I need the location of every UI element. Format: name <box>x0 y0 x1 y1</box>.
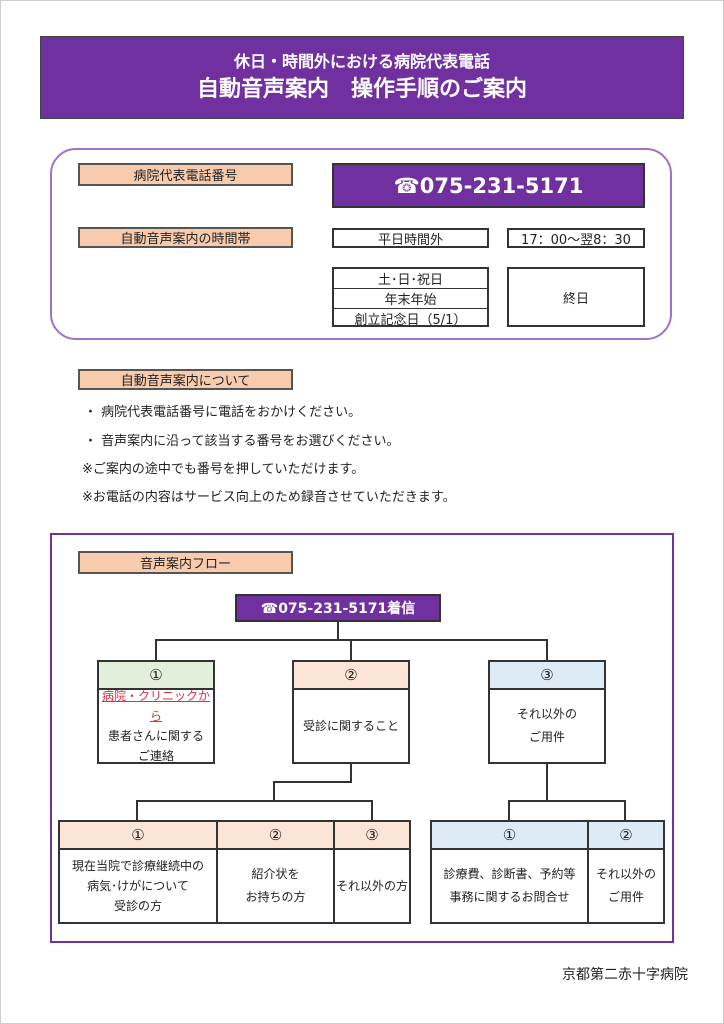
weekday-hours-cell: 17：00～翌8：30 <box>507 228 645 248</box>
option-number: ③ <box>490 662 604 690</box>
phone-number: ☎075-231-5171 <box>332 163 645 208</box>
connector <box>273 781 352 783</box>
connector <box>508 800 510 820</box>
connector <box>546 763 548 802</box>
option-text: 受診に関すること <box>302 719 399 733</box>
option-3-box: ③ それ以外の ご用件 <box>488 660 606 764</box>
option-text: それ以外の方 <box>335 879 408 893</box>
connector <box>136 800 138 820</box>
sub-options-2-table: ① 現在当院で診療継続中の 病気･けがについて 受診の方 ② 紹介状を お持ちの… <box>58 820 411 924</box>
sub-option: ② それ以外の ご用件 <box>589 822 663 922</box>
incoming-call-box: ☎075-231-5171着信 <box>235 594 441 622</box>
hours-label: 自動音声案内の時間帯 <box>78 227 293 248</box>
option-text: ご連絡 <box>137 749 174 763</box>
connector <box>371 800 373 820</box>
connector <box>337 622 339 641</box>
page-header: 休日・時間外における病院代表電話 自動音声案内 操作手順のご案内 <box>40 36 684 119</box>
connector <box>624 800 626 820</box>
option-number: ③ <box>335 822 409 850</box>
connector <box>508 800 626 802</box>
sub-option: ② 紹介状を お持ちの方 <box>218 822 335 922</box>
option-number: ② <box>294 662 408 690</box>
note-item: ※お電話の内容はサービス向上のため録音させていただきます。 <box>82 490 456 505</box>
option-text: 患者さんに関する <box>107 729 204 743</box>
header-subtitle: 休日・時間外における病院代表電話 <box>233 51 490 71</box>
connector <box>350 763 352 783</box>
connector <box>273 781 275 802</box>
option-text: お持ちの方 <box>245 890 306 904</box>
about-label: 自動音声案内について <box>78 369 293 390</box>
holiday-item: 土･日･祝日 <box>334 269 487 289</box>
sub-option: ① 診療費、診断書、予約等 事務に関するお問合せ <box>432 822 589 922</box>
option-number: ① <box>60 822 216 850</box>
connector <box>155 639 157 660</box>
connector <box>350 639 352 660</box>
sub-options-3-table: ① 診療費、診断書、予約等 事務に関するお問合せ ② それ以外の ご用件 <box>430 820 665 924</box>
connector <box>546 639 548 660</box>
option-text: 現在当院で診療継続中の <box>71 859 204 873</box>
bullet-item: ・ 病院代表電話番号に電話をおかけください。 <box>84 405 362 420</box>
option-number: ① <box>99 662 213 690</box>
holiday-list: 土･日･祝日 年末年始 創立記念日（5/1） <box>332 267 489 328</box>
holiday-item: 年末年始 <box>334 289 487 309</box>
hospital-name: 京都第二赤十字病院 <box>562 967 688 983</box>
sub-option: ③ それ以外の方 <box>335 822 409 922</box>
option-number: ② <box>218 822 333 850</box>
option-text: それ以外の <box>595 867 656 881</box>
bullet-item: ・ 音声案内に沿って該当する番号をお選びください。 <box>84 434 400 449</box>
flow-label: 音声案内フロー <box>78 551 293 574</box>
connector <box>136 800 373 802</box>
option-text: 紹介状を <box>251 867 300 881</box>
holiday-hours-cell: 終日 <box>507 267 645 327</box>
option-text: 受診の方 <box>113 899 162 913</box>
holiday-item: 創立記念日（5/1） <box>354 313 467 328</box>
option-number: ① <box>432 822 587 850</box>
header-title: 自動音声案内 操作手順のご案内 <box>196 76 527 102</box>
option-text: 事務に関するお問合せ <box>449 890 570 904</box>
option-text: 診療費、診断書、予約等 <box>443 867 576 881</box>
phone-label: 病院代表電話番号 <box>78 163 293 186</box>
option-text: ご用件 <box>607 890 644 904</box>
note-item: ※ご案内の途中でも番号を押していただけます。 <box>82 462 365 477</box>
option-2-box: ② 受診に関すること <box>292 660 410 764</box>
sub-option: ① 現在当院で診療継続中の 病気･けがについて 受診の方 <box>60 822 218 922</box>
option-number: ② <box>589 822 663 850</box>
option-1-box: ① 病院・クリニックから 患者さんに関する ご連絡 <box>97 660 215 764</box>
option-text: 病院・クリニックから <box>101 689 210 723</box>
flow-panel <box>50 533 674 943</box>
phone-info-panel <box>50 148 672 340</box>
option-text: 病気･けがについて <box>87 879 189 893</box>
weekday-cell: 平日時間外 <box>332 228 489 248</box>
option-text: それ以外の <box>516 707 577 721</box>
option-text: ご用件 <box>528 730 565 744</box>
